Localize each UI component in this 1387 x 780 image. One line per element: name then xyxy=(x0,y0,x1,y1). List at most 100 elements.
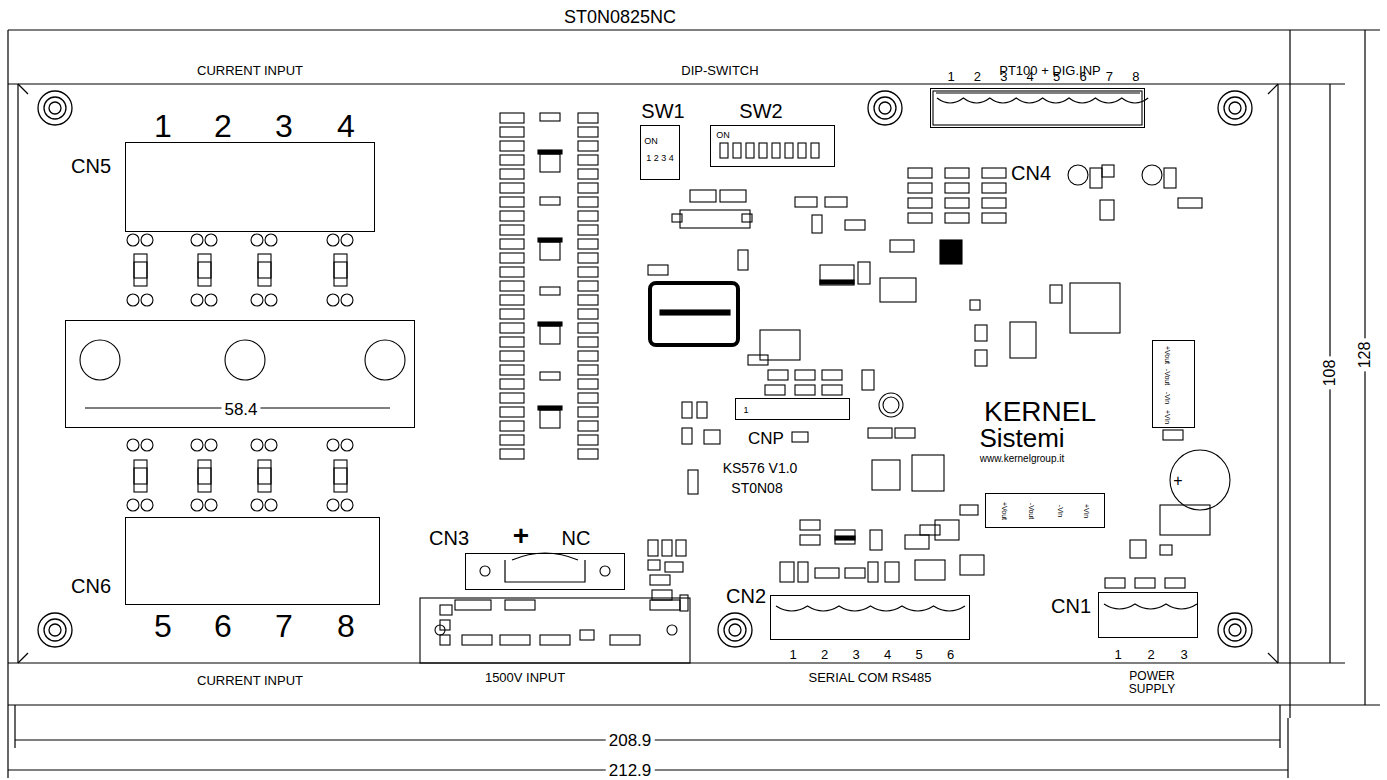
text-anchor: 1 xyxy=(1114,648,1121,661)
component-part xyxy=(540,410,560,428)
component-part xyxy=(742,214,752,222)
outline-line xyxy=(1277,84,1278,663)
board-label: CURRENT INPUT xyxy=(197,674,303,687)
component-part xyxy=(648,560,660,570)
hole-ring xyxy=(729,624,741,636)
dip-switch: SW1ON1 2 3 4 xyxy=(640,125,680,180)
pin-label: 2 xyxy=(214,110,232,142)
component-part xyxy=(578,239,598,249)
component-part xyxy=(334,468,347,484)
board-label: www.kernelgroup.it xyxy=(980,454,1064,464)
component-part xyxy=(578,253,598,263)
component-part xyxy=(198,460,211,492)
pad-circle xyxy=(141,294,153,306)
component-part xyxy=(578,449,598,459)
component-part xyxy=(822,370,842,380)
component-part xyxy=(1050,285,1062,303)
component-part xyxy=(540,326,560,344)
hole-ring xyxy=(1224,97,1246,119)
component-part xyxy=(676,540,686,556)
component-part xyxy=(578,309,598,319)
component-part xyxy=(650,283,738,345)
component-part xyxy=(912,455,944,491)
pad-circle xyxy=(600,566,610,576)
outline-line xyxy=(8,29,1290,30)
outline-line xyxy=(937,98,1148,103)
outline-line xyxy=(776,606,965,611)
component-part xyxy=(500,239,524,249)
component-part xyxy=(578,281,598,291)
text-anchor: 3 xyxy=(852,648,859,661)
pad-circle xyxy=(251,234,263,246)
component-part xyxy=(890,240,914,252)
pin-label: 7 xyxy=(275,610,293,642)
component-part xyxy=(835,536,855,540)
component-part xyxy=(500,295,524,305)
component-part xyxy=(500,351,524,361)
component-part xyxy=(538,406,562,410)
text-anchor: 1 xyxy=(154,110,172,142)
pad-circle xyxy=(1142,165,1162,185)
text-anchor: 1500V INPUT xyxy=(485,671,565,684)
text-anchor: 8 xyxy=(337,610,355,642)
outline-line xyxy=(512,553,578,560)
component-part xyxy=(500,407,524,417)
component-part xyxy=(540,635,570,645)
pin-label: CN6 xyxy=(71,576,111,596)
component-part xyxy=(500,155,524,165)
pin-label: CN4 xyxy=(1011,163,1051,183)
pad-circle xyxy=(127,439,139,451)
pad-circle xyxy=(327,439,339,451)
text-anchor: +Vout xyxy=(1164,346,1171,364)
component-part xyxy=(982,168,1006,178)
component-part xyxy=(845,568,865,578)
component-part xyxy=(748,355,768,365)
text-anchor: ON xyxy=(644,137,658,146)
hole-ring xyxy=(44,619,66,641)
pad-circle xyxy=(365,340,405,380)
board-label: POWER SUPPLY xyxy=(1117,670,1187,695)
component-part xyxy=(772,143,780,158)
component-part xyxy=(795,370,815,380)
hole-ring xyxy=(879,102,891,114)
component-part xyxy=(500,127,524,137)
pad-circle xyxy=(341,499,353,511)
text-anchor: CURRENT INPUT xyxy=(197,64,303,77)
mounting-hole xyxy=(1218,613,1252,647)
component-part xyxy=(500,169,524,179)
pin-label: CN1 xyxy=(1051,596,1091,616)
component-part xyxy=(578,141,598,151)
pad-circle xyxy=(327,294,339,306)
component-part xyxy=(785,143,793,158)
component-part xyxy=(578,365,598,375)
text-anchor: +Vin xyxy=(1083,504,1090,518)
mounting-hole xyxy=(38,91,72,125)
component-part xyxy=(662,540,672,556)
outline-line xyxy=(1268,653,1278,663)
component-part xyxy=(578,127,598,137)
text-anchor: CN2 xyxy=(726,586,766,606)
outline-line xyxy=(1290,29,1380,30)
component-part xyxy=(680,210,750,228)
board-label: DIP-SWITCH xyxy=(681,64,758,77)
text-anchor: -Vout xyxy=(1164,369,1171,385)
text-anchor: 7 xyxy=(1106,70,1113,83)
pad-circle xyxy=(191,439,203,451)
dc-dc-module: +Vout-Vout-Vin+Vin xyxy=(1152,340,1195,428)
component-part xyxy=(665,562,683,572)
component-part xyxy=(538,150,562,154)
text-anchor: www.kernelgroup.it xyxy=(980,454,1064,464)
text-anchor: POWER SUPPLY xyxy=(1117,670,1187,695)
pin-label: 3 xyxy=(852,648,859,661)
connector-outline: CN51234 xyxy=(125,142,375,232)
pin-label: 1 2 3 4 xyxy=(646,154,674,163)
text-anchor: CN1 xyxy=(1051,596,1091,616)
outline-line xyxy=(1287,718,1288,778)
pin-label: CN5 xyxy=(71,156,111,176)
text-anchor: KERNEL xyxy=(984,398,1096,426)
text-anchor: 1 xyxy=(789,648,796,661)
component-part xyxy=(578,113,598,123)
component-part xyxy=(975,350,987,366)
component-part xyxy=(540,197,560,205)
